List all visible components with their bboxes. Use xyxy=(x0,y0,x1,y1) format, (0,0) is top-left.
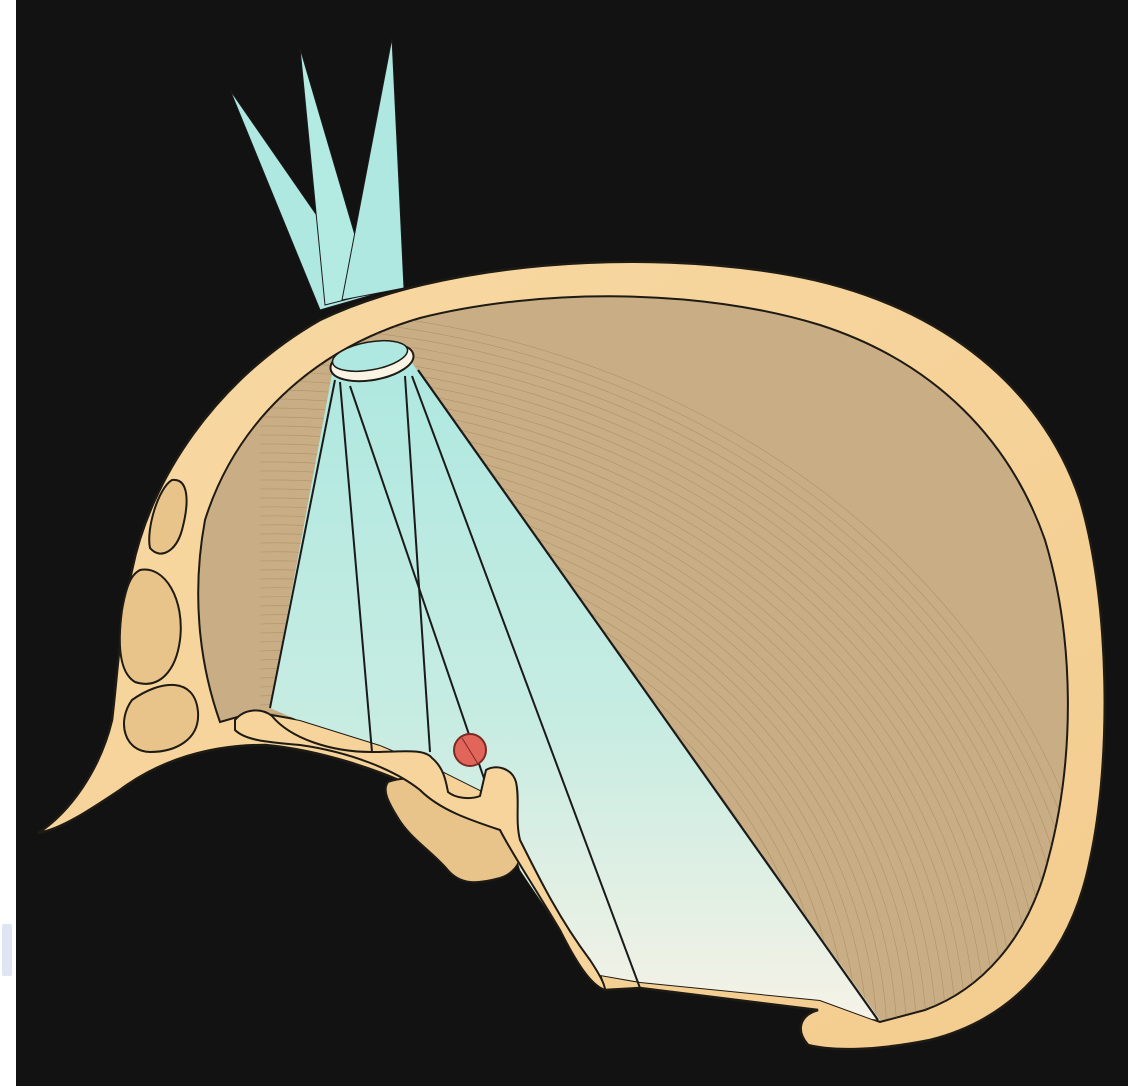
target-lesion xyxy=(454,734,486,766)
target-sphere xyxy=(454,734,486,766)
edge-marker xyxy=(2,924,12,976)
